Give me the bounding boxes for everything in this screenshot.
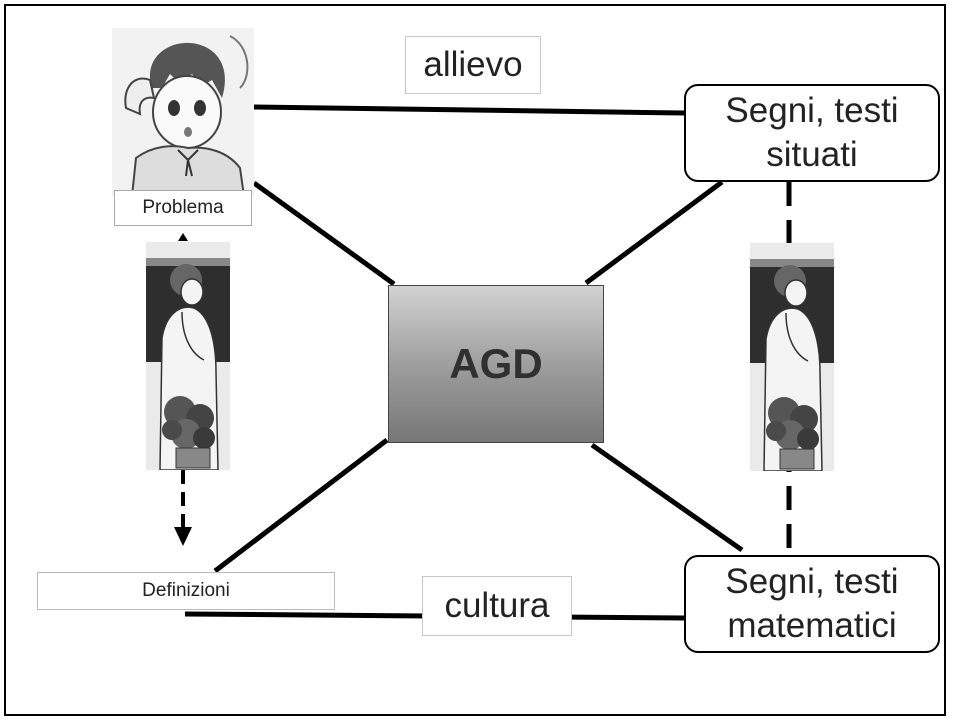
definitions-label-text: Definizioni [142,580,230,601]
link-center-student [252,180,396,287]
mathematical-signs-line1: Segni, testi [725,562,899,601]
mathematical-signs-line2: matematici [727,606,897,645]
student-label-text: allievo [423,45,523,84]
situated-signs-box: Segni, testi situati [684,84,940,182]
definitions-label: Definizioni [37,572,335,610]
agd-center-box: AGD [388,285,604,443]
situated-signs-line1: Segni, testi [725,91,899,130]
link-center-definitions [213,438,389,573]
mathematical-signs-box: Segni, testi matematici [684,555,940,653]
arrowhead-down [174,527,192,546]
link-student-situated [253,104,685,116]
link-center-mathematical [590,442,744,553]
student-label: allievo [405,36,541,94]
problem-label: Problema [114,190,252,226]
situated-signs-line2: situati [766,135,858,174]
arrow-tip-up [178,233,188,241]
agd-center-label: AGD [449,340,543,387]
teacher-drawing-left-icon [146,242,230,470]
culture-label-text: cultura [444,586,550,625]
link-center-situated [584,179,724,286]
culture-label: cultura [422,576,572,636]
teacher-drawing-right-icon [750,243,834,471]
student-boy-drawing-icon [112,28,254,196]
problem-label-text: Problema [142,197,224,218]
